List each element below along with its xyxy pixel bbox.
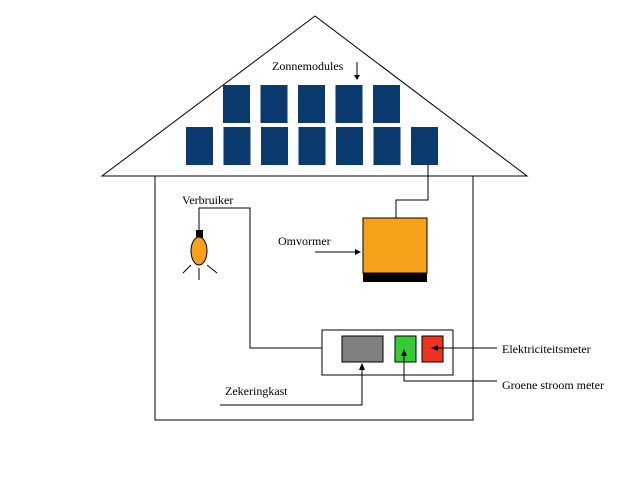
electricity-meter-arrowhead bbox=[431, 345, 438, 351]
solar-panel-top-2 bbox=[260, 85, 288, 123]
solar-panel-top-1 bbox=[223, 85, 250, 123]
solar-panel-bottom-2 bbox=[223, 127, 251, 165]
green-meter-arrowhead bbox=[401, 349, 407, 356]
green-power-meter-label: Groene stroom meter bbox=[502, 378, 604, 392]
solar-panel-bottom-4 bbox=[298, 127, 326, 165]
solar-panel-bottom-5 bbox=[336, 127, 363, 165]
inverter bbox=[362, 217, 428, 282]
solar-panel-top-3 bbox=[298, 85, 325, 123]
solar-panel-bottom-3 bbox=[261, 127, 288, 165]
solar-modules-arrow bbox=[354, 62, 360, 80]
inverter-arrow bbox=[315, 249, 361, 255]
fuse-box bbox=[341, 335, 384, 363]
solar-panel-array bbox=[186, 85, 438, 165]
house-wall bbox=[154, 175, 474, 421]
consumer-label: Verbruiker bbox=[182, 193, 233, 207]
solar-panel-bottom-1 bbox=[186, 127, 213, 165]
green-meter-pointer bbox=[403, 354, 497, 382]
electricity-meter-label: Elektriciteitsmeter bbox=[502, 342, 591, 356]
fuse-box-pointer bbox=[220, 369, 363, 406]
electricity-meter bbox=[421, 335, 444, 363]
inverter-label: Omvormer bbox=[278, 234, 331, 248]
fuse-box-arrowhead bbox=[359, 363, 365, 370]
solar-panel-bottom-7 bbox=[411, 127, 438, 165]
solar-panel-top-4 bbox=[335, 85, 363, 123]
solar-modules-label: Zonnemodules bbox=[272, 59, 344, 73]
consumer-wire bbox=[198, 207, 342, 349]
panel-inverter-wire bbox=[395, 164, 429, 218]
green-power-meter bbox=[394, 335, 417, 363]
fuse-box-label: Zekeringkast bbox=[225, 384, 288, 398]
light-bulb-icon bbox=[182, 212, 218, 280]
solar-panel-bottom-6 bbox=[373, 127, 401, 165]
solar-panel-top-5 bbox=[373, 85, 400, 123]
